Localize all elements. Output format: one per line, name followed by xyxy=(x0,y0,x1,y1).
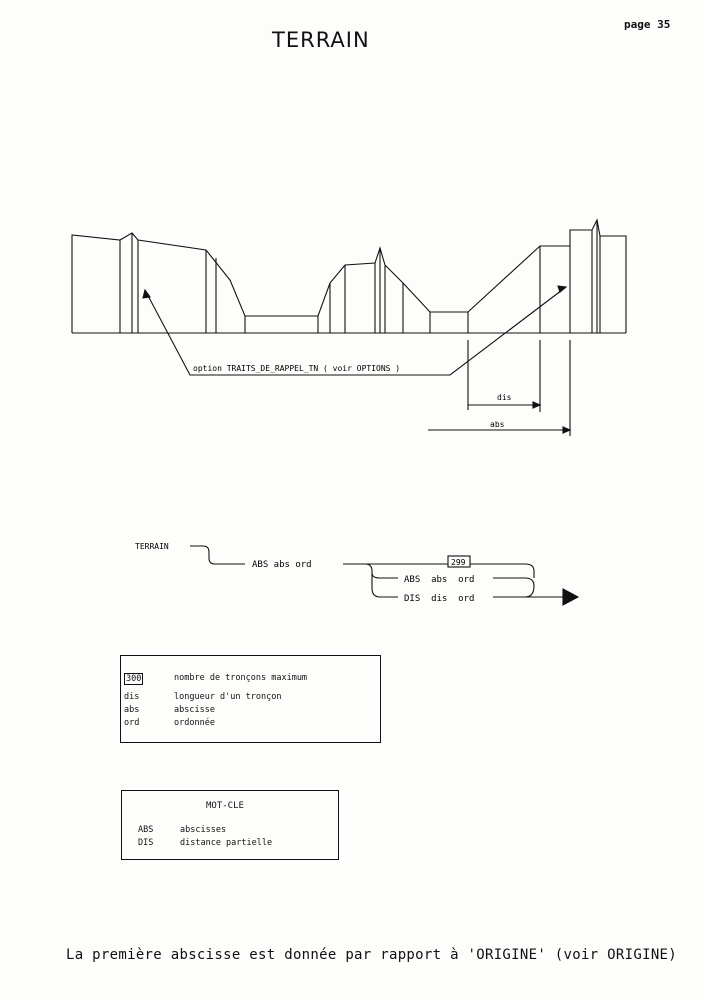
legend-key: dis xyxy=(124,692,140,702)
keyword-title: MOT-CLE xyxy=(206,801,244,811)
legend-text: longueur d'un tronçon xyxy=(174,692,282,702)
keyword-key: DIS xyxy=(138,838,154,848)
syntax-first: ABS abs ord xyxy=(252,560,312,570)
keyword-box: MOT-CLE ABS abscisses DIS distance parti… xyxy=(121,790,339,860)
syntax-start: TERRAIN xyxy=(135,542,169,551)
legend-text: nombre de tronçons maximum xyxy=(174,673,308,683)
keyword-text: distance partielle xyxy=(180,838,273,848)
syntax-alt-dis: DIS dis ord xyxy=(404,594,474,604)
legend-key: abs xyxy=(124,705,140,715)
recall-lines xyxy=(119,220,601,333)
keyword-text: abscisses xyxy=(180,825,227,835)
legend-text: ordonnée xyxy=(174,718,215,728)
arrowhead-right xyxy=(557,285,568,293)
legend-key: 300 xyxy=(124,673,144,685)
repeat-limit: 299 xyxy=(451,558,466,567)
callout-label: option TRAITS_DE_RAPPEL_TN ( voir OPTION… xyxy=(193,364,400,373)
syntax-diagram xyxy=(190,545,580,606)
callout-line xyxy=(144,286,567,376)
page-number: page 35 xyxy=(624,18,671,31)
legend-text: abscisse xyxy=(174,705,215,715)
legend-key: ord xyxy=(124,718,140,728)
keyword-key: ABS xyxy=(138,825,154,835)
abs-label: abs xyxy=(490,420,505,429)
arrowhead-left xyxy=(142,288,151,299)
terrain-profile xyxy=(71,218,627,333)
syntax-alt-abs: ABS abs ord xyxy=(404,575,474,585)
legend-box: 300 nombre de tronçons maximum dis longu… xyxy=(120,655,381,743)
dis-label: dis xyxy=(497,393,512,402)
footer-note: La première abscisse est donnée par rapp… xyxy=(66,947,678,963)
page-title: TERRAIN xyxy=(272,28,370,52)
